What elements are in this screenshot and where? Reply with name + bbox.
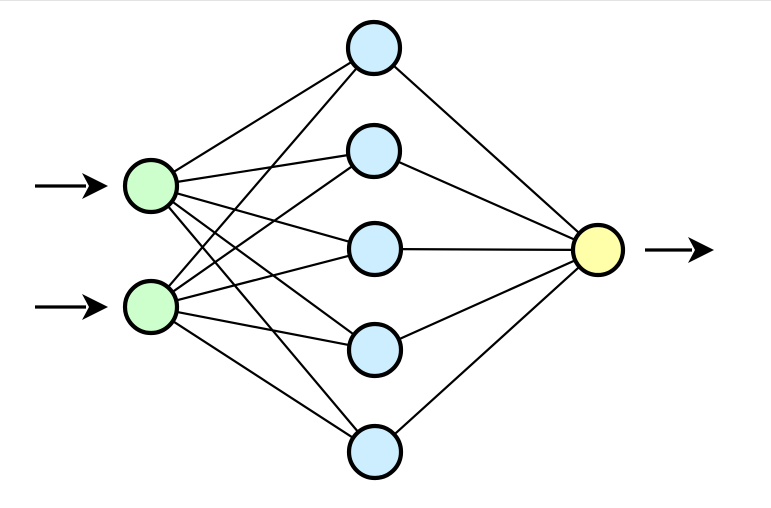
input-arrow-1-head xyxy=(82,173,108,199)
node-input-2 xyxy=(122,278,180,336)
edge-i2-h5 xyxy=(170,319,356,440)
edge-i2-h2 xyxy=(170,164,355,294)
edge-i2-h1 xyxy=(166,65,359,290)
edge-i2-h4 xyxy=(174,310,352,347)
node-output-1 xyxy=(570,222,626,278)
edge-i1-h5 xyxy=(166,204,360,434)
edge-i1-h1 xyxy=(171,60,354,174)
node-hidden-4 xyxy=(346,321,404,379)
edges-group xyxy=(166,60,582,440)
edge-h2-o1 xyxy=(395,160,578,242)
node-hidden-3 xyxy=(346,220,404,278)
node-hidden-1 xyxy=(345,19,403,77)
node-input-1 xyxy=(122,157,180,215)
top-divider xyxy=(0,0,771,1)
edge-h5-o1 xyxy=(392,265,582,437)
edge-i1-h4 xyxy=(170,199,356,337)
node-hidden-5 xyxy=(346,423,404,481)
io-arrows-group xyxy=(35,173,714,320)
node-hidden-2 xyxy=(345,122,403,180)
edge-h3-o1 xyxy=(398,248,576,251)
edge-i2-h3 xyxy=(174,254,352,302)
edge-h4-o1 xyxy=(396,258,578,341)
edge-i1-h2 xyxy=(174,153,351,184)
edge-h1-o1 xyxy=(391,63,582,236)
output-arrow-1-head xyxy=(688,237,714,263)
edge-i1-h3 xyxy=(173,191,353,244)
nodes-group xyxy=(122,19,626,481)
input-arrow-2-head xyxy=(82,294,108,320)
